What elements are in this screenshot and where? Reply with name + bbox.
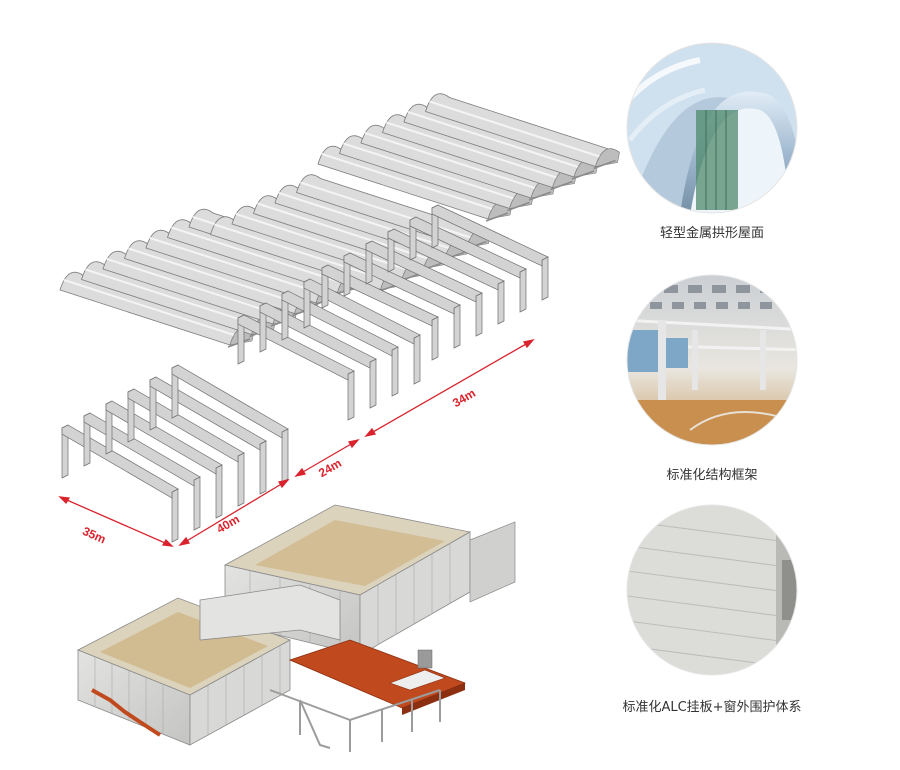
portal-frame: [431, 204, 549, 301]
portal-frame: [321, 264, 439, 361]
dimension-lines: [58, 338, 535, 547]
portal-frame: [387, 228, 505, 325]
portal-frame: [149, 376, 267, 495]
portal-frame: [83, 412, 201, 531]
portal-frame: [343, 252, 461, 349]
structural-frame-model: [61, 204, 549, 543]
portal-frame: [237, 314, 355, 421]
roof-barrel: [317, 145, 513, 222]
arched-metal-roof-model: [59, 93, 620, 348]
portal-frame: [365, 240, 483, 337]
portal-frame: [105, 400, 223, 519]
photo-arched-roof: [627, 43, 797, 213]
portal-frame: [61, 424, 179, 543]
portal-frame: [259, 302, 377, 409]
portal-frame: [303, 278, 421, 385]
photo-alc-facade: [627, 505, 797, 675]
frame-caption: 标准化结构框架: [666, 468, 758, 483]
portal-frame: [171, 364, 289, 483]
roof-caption: 轻型金属拱形屋面: [659, 226, 764, 241]
facade-caption: 标准化ALC挂板+窗外围护体系: [622, 700, 802, 715]
roof-barrel: [382, 114, 577, 191]
photo-structural-frame: [627, 275, 797, 445]
roof-barrel: [425, 93, 620, 170]
building-cutaway-model: [77, 504, 516, 752]
portal-frame: [409, 216, 527, 313]
dimension-35m-label: 35m: [80, 524, 108, 547]
dimension-24m-label: 24m: [316, 456, 344, 480]
dimension-34m-label: 34m: [450, 386, 478, 410]
portal-frame: [127, 388, 245, 507]
portal-frame: [281, 290, 399, 397]
